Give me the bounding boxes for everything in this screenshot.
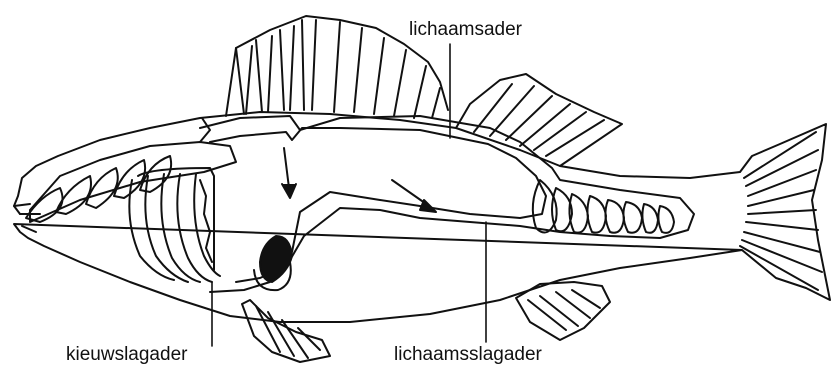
flow-arrows xyxy=(282,148,436,212)
heart xyxy=(254,236,292,290)
gill-artery-label: kieuwslagader xyxy=(66,345,187,364)
anal-fin xyxy=(516,282,610,340)
second-dorsal-fin xyxy=(456,74,622,166)
gill-lamellae xyxy=(129,168,220,282)
body-artery-label: lichaamsslagader xyxy=(394,345,542,364)
vein-label: lichaamsader xyxy=(409,20,522,39)
body-outline xyxy=(14,112,830,322)
ventral-fin xyxy=(242,300,330,362)
